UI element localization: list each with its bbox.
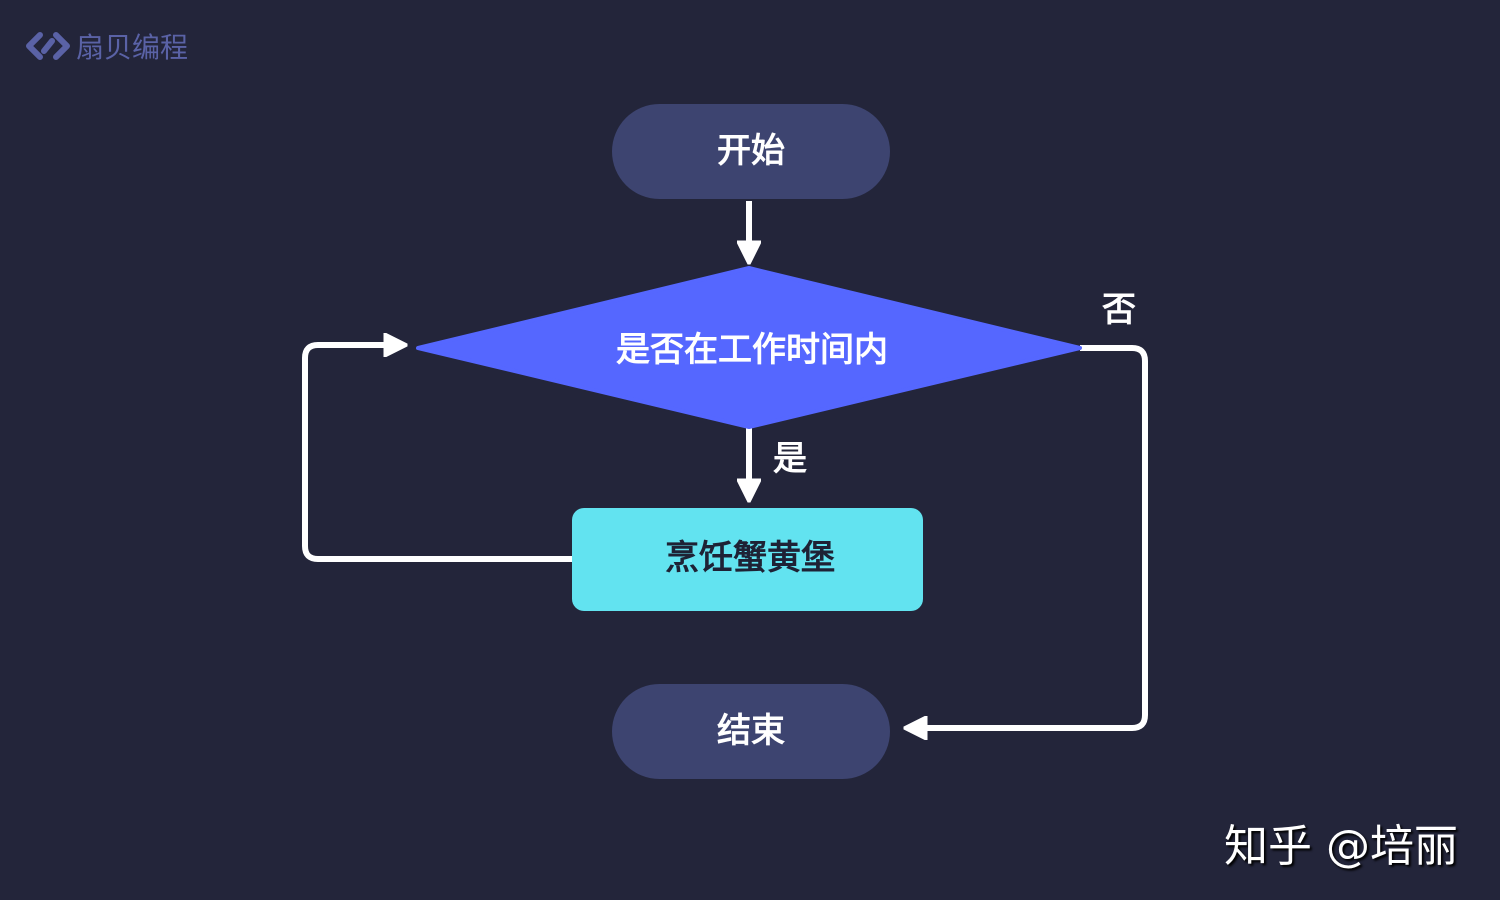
code-icon <box>26 32 70 60</box>
start-node: 开始 <box>612 104 890 199</box>
decision-label: 是否在工作时间内 <box>616 330 888 370</box>
process-label: 烹饪蟹黄堡 <box>665 538 835 578</box>
edge-label-no: 否 <box>1102 290 1136 330</box>
watermark: 知乎 @培丽 <box>1224 821 1458 872</box>
process-node: 烹饪蟹黄堡 <box>572 508 923 611</box>
brand-name: 扇贝编程 <box>76 31 189 64</box>
brand-logo: 扇贝编程 <box>24 26 188 66</box>
edge-label-yes: 是 <box>773 439 807 479</box>
decision-node: 是否在工作时间内 <box>416 266 1082 429</box>
arrow-decision-no <box>913 345 1148 728</box>
start-label: 开始 <box>717 131 785 171</box>
end-label: 结束 <box>717 711 785 751</box>
arrow-loop-back <box>302 345 572 562</box>
end-node: 结束 <box>612 684 890 779</box>
